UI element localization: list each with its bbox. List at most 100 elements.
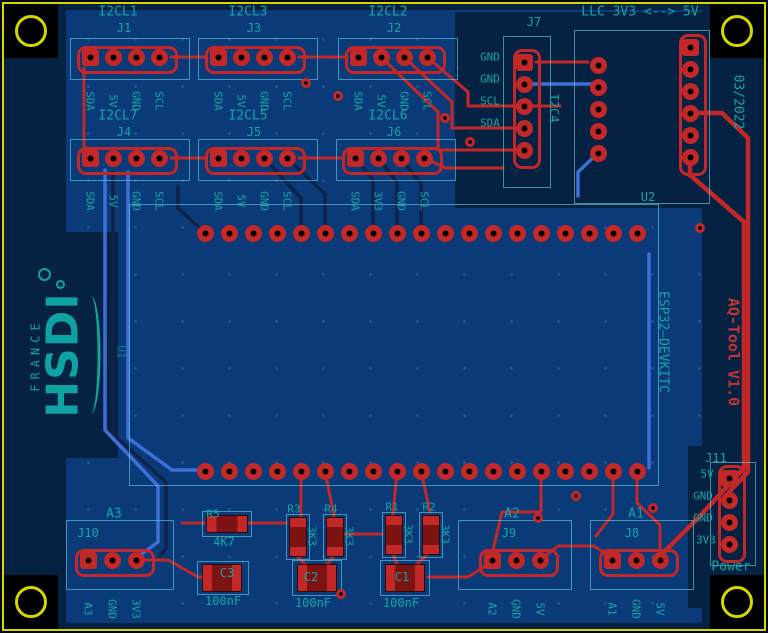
via[interactable]	[336, 589, 346, 599]
footprint-J3[interactable]	[205, 46, 306, 74]
pad-U1-top-5[interactable]	[292, 224, 310, 242]
footprint-J10[interactable]	[75, 549, 155, 577]
pad-J1-2[interactable]	[104, 48, 122, 66]
smd-C2[interactable]	[297, 564, 337, 592]
pad-U1-top-16[interactable]	[556, 224, 574, 242]
pad-U1-bottom-13[interactable]	[484, 462, 502, 480]
pad-J2-2[interactable]	[372, 48, 390, 66]
pad-J6-3[interactable]	[392, 149, 410, 167]
pad-J9-2[interactable]	[507, 551, 525, 569]
pad-U1-bottom-10[interactable]	[412, 462, 430, 480]
pad-U1-bottom-11[interactable]	[436, 462, 454, 480]
pad-J3-1[interactable]	[209, 48, 227, 66]
via[interactable]	[571, 491, 581, 501]
pad-U1-top-17[interactable]	[580, 224, 598, 242]
pad-J6-2[interactable]	[369, 149, 387, 167]
pad-U1-bottom-3[interactable]	[244, 462, 262, 480]
pad-J1-1[interactable]	[81, 48, 99, 66]
pad-U1-top-11[interactable]	[436, 224, 454, 242]
pad-U1-bottom-1[interactable]	[196, 462, 214, 480]
pad-U1-bottom-18[interactable]	[604, 462, 622, 480]
pad-U1-bottom-8[interactable]	[364, 462, 382, 480]
pad-U1-top-12[interactable]	[460, 224, 478, 242]
pad-J5-4[interactable]	[278, 149, 296, 167]
pad-J3-4[interactable]	[278, 48, 296, 66]
pad-J8-3[interactable]	[651, 551, 669, 569]
pad-J7-4[interactable]	[515, 119, 533, 137]
pad-J2-1[interactable]	[349, 48, 367, 66]
pad-J5-2[interactable]	[232, 149, 250, 167]
mounting-hole[interactable]	[4, 4, 58, 58]
pad-U1-top-4[interactable]	[268, 224, 286, 242]
pad-J6-4[interactable]	[415, 149, 433, 167]
via[interactable]	[648, 503, 658, 513]
pad-J9-3[interactable]	[531, 551, 549, 569]
via[interactable]	[333, 91, 343, 101]
footprint-J9[interactable]	[479, 549, 559, 577]
pad-J11-1[interactable]	[720, 469, 738, 487]
pad-J2-3[interactable]	[395, 48, 413, 66]
footprint-J5[interactable]	[205, 147, 306, 175]
pad-J4-3[interactable]	[127, 149, 145, 167]
mounting-hole[interactable]	[4, 575, 58, 629]
mounting-hole[interactable]	[710, 575, 764, 629]
pad-U1-bottom-9[interactable]	[388, 462, 406, 480]
smd-C1[interactable]	[385, 564, 425, 592]
pad-U2-right-2[interactable]	[681, 60, 699, 78]
pad-U2-right-3[interactable]	[681, 82, 699, 100]
footprint-J7[interactable]	[513, 49, 541, 169]
pad-U1-bottom-7[interactable]	[340, 462, 358, 480]
pad-J11-4[interactable]	[720, 535, 738, 553]
pad-U1-bottom-19[interactable]	[628, 462, 646, 480]
pad-J7-3[interactable]	[515, 97, 533, 115]
smd-R1[interactable]	[385, 515, 403, 555]
footprint-J4[interactable]	[77, 147, 178, 175]
footprint-J11[interactable]	[718, 465, 746, 563]
pad-U1-bottom-4[interactable]	[268, 462, 286, 480]
pad-J7-2[interactable]	[515, 75, 533, 93]
smd-R5[interactable]	[206, 515, 248, 533]
via[interactable]	[440, 113, 450, 123]
pad-U1-top-18[interactable]	[604, 224, 622, 242]
smd-C3[interactable]	[202, 564, 242, 592]
pad-U1-top-2[interactable]	[220, 224, 238, 242]
pad-J1-3[interactable]	[127, 48, 145, 66]
pad-U1-top-3[interactable]	[244, 224, 262, 242]
pad-J4-1[interactable]	[81, 149, 99, 167]
pad-U1-bottom-12[interactable]	[460, 462, 478, 480]
footprint-J1[interactable]	[77, 46, 178, 74]
pad-U1-top-7[interactable]	[340, 224, 358, 242]
pad-J4-4[interactable]	[150, 149, 168, 167]
pad-U1-top-15[interactable]	[532, 224, 550, 242]
pad-U1-bottom-16[interactable]	[556, 462, 574, 480]
pad-U2-left-1[interactable]	[589, 56, 607, 74]
footprint-U2-right[interactable]	[679, 34, 707, 176]
pad-J2-4[interactable]	[418, 48, 436, 66]
pad-J10-1[interactable]	[79, 551, 97, 569]
pad-J8-2[interactable]	[627, 551, 645, 569]
pad-J1-4[interactable]	[150, 48, 168, 66]
pad-J8-1[interactable]	[603, 551, 621, 569]
pad-U2-left-2[interactable]	[589, 78, 607, 96]
footprint-J2[interactable]	[345, 46, 446, 74]
via[interactable]	[695, 223, 705, 233]
pad-U2-left-5[interactable]	[589, 144, 607, 162]
pad-U1-bottom-15[interactable]	[532, 462, 550, 480]
pad-J5-1[interactable]	[209, 149, 227, 167]
pad-U1-bottom-14[interactable]	[508, 462, 526, 480]
pad-J11-2[interactable]	[720, 491, 738, 509]
smd-R4[interactable]	[326, 517, 344, 557]
via[interactable]	[465, 137, 475, 147]
pad-U1-top-8[interactable]	[364, 224, 382, 242]
pad-J7-1[interactable]	[515, 53, 533, 71]
pad-J9-1[interactable]	[483, 551, 501, 569]
pad-J5-3[interactable]	[255, 149, 273, 167]
footprint-J6[interactable]	[342, 147, 443, 175]
via[interactable]	[301, 78, 311, 88]
via[interactable]	[533, 513, 543, 523]
pad-U1-top-19[interactable]	[628, 224, 646, 242]
pad-U1-bottom-6[interactable]	[316, 462, 334, 480]
footprint-J8[interactable]	[599, 549, 679, 577]
pad-J10-2[interactable]	[103, 551, 121, 569]
smd-R3[interactable]	[289, 517, 307, 557]
